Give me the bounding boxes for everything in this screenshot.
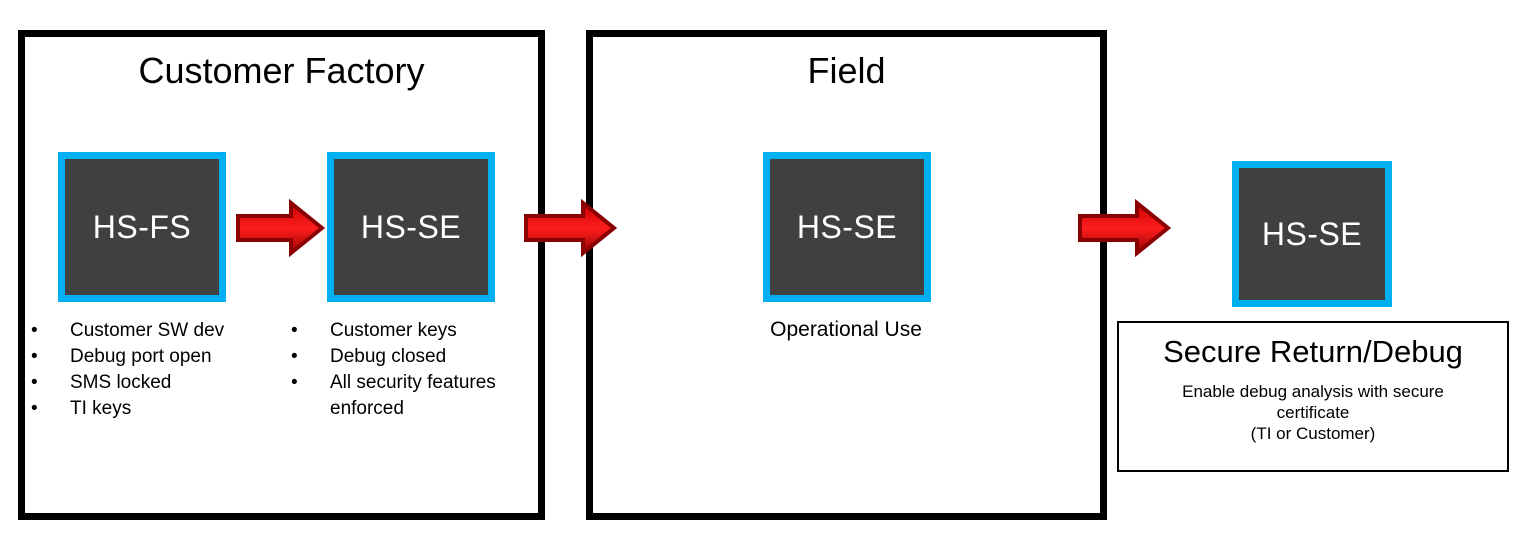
hsfs-notes-list: Customer SW devDebug port openSMS locked… — [31, 318, 267, 422]
secure-return-body-line2: (TI or Customer) — [1250, 424, 1376, 443]
secure-return-body-line1: Enable debug analysis with secure certif… — [1182, 382, 1444, 422]
arrow-right-icon — [524, 199, 617, 257]
hsfs-device-chip: HS-FS — [58, 152, 226, 302]
hsse-field-device-chip: HS-SE — [763, 152, 931, 302]
hsse-factory-device-label: HS-SE — [360, 208, 462, 245]
list-item: Customer SW dev — [31, 318, 267, 344]
field-title: Field — [807, 50, 886, 91]
customer-factory-title: Customer Factory — [138, 50, 425, 91]
list-item: SMS locked — [31, 370, 267, 396]
secure-return-panel: Secure Return/Debug Enable debug analysi… — [1117, 321, 1509, 472]
operational-use-caption: Operational Use — [770, 318, 922, 341]
hsse-return-device-label: HS-SE — [1261, 215, 1363, 252]
list-item: Customer keys — [291, 318, 537, 344]
hsse-factory-device-chip: HS-SE — [327, 152, 495, 302]
hsse-notes-list: Customer keysDebug closedAll security fe… — [291, 318, 537, 422]
list-item: Debug closed — [291, 344, 537, 370]
secure-return-body: Enable debug analysis with secure certif… — [1148, 381, 1478, 444]
list-item: All security features enforced — [291, 370, 537, 422]
hsse-field-device-label: HS-SE — [796, 208, 898, 245]
list-item: Debug port open — [31, 344, 267, 370]
hsfs-device-label: HS-FS — [92, 208, 192, 245]
arrow-right-icon — [236, 199, 325, 257]
hsse-return-device-chip: HS-SE — [1232, 161, 1392, 307]
secure-return-title: Secure Return/Debug — [1163, 334, 1463, 369]
arrow-right-icon — [1078, 199, 1171, 257]
list-item: TI keys — [31, 396, 267, 422]
